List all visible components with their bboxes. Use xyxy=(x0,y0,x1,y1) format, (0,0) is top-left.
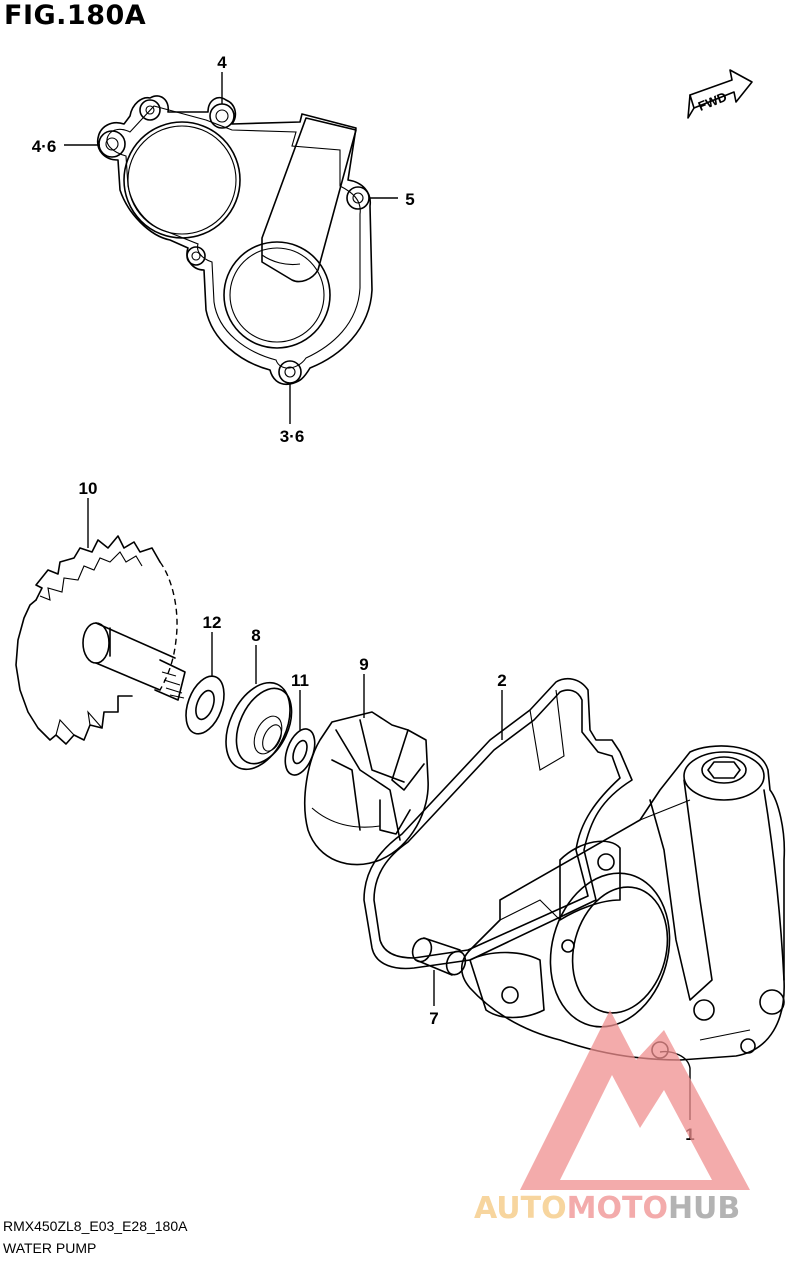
fwd-label: FWD xyxy=(696,89,729,114)
diagram-code: RMX450ZL8_E03_E28_180A xyxy=(3,1218,188,1234)
water-pump-cover xyxy=(96,95,373,386)
callout-4-6: 4·6 xyxy=(32,137,57,156)
gear-part-10 xyxy=(15,535,178,745)
watermark-logo: AUTOMOTOHUB xyxy=(474,1010,750,1226)
diagram-name: WATER PUMP xyxy=(3,1240,97,1256)
callout-12: 12 xyxy=(203,613,222,632)
impeller-shaft xyxy=(82,622,186,701)
figure-title: FIG.180A xyxy=(4,0,147,31)
callout-5: 5 xyxy=(405,190,414,209)
svg-text:AUTOMOTOHUB: AUTOMOTOHUB xyxy=(474,1191,740,1226)
water-pump-case-part-1 xyxy=(460,745,786,1061)
callout-11: 11 xyxy=(291,671,309,690)
callout-8: 8 xyxy=(251,626,260,645)
leader-lines xyxy=(64,72,691,1120)
fwd-arrow-icon: FWD xyxy=(687,69,753,119)
dowel-pin-part-7 xyxy=(411,937,467,976)
callout-10: 10 xyxy=(79,479,98,498)
callout-3-6: 3·6 xyxy=(280,427,305,446)
impeller-part-9 xyxy=(303,711,429,866)
watermark-hub: HUB xyxy=(668,1191,740,1226)
callout-7: 7 xyxy=(429,1009,438,1028)
callouts: 4 4·6 5 3·6 10 12 8 11 9 2 7 1 xyxy=(32,53,695,1144)
callout-4: 4 xyxy=(217,53,227,72)
seal-part-8 xyxy=(225,681,293,771)
washer-part-12 xyxy=(185,675,225,735)
watermark-moto: MOTO xyxy=(567,1191,668,1226)
callout-9: 9 xyxy=(359,655,368,674)
callout-2: 2 xyxy=(497,671,506,690)
gasket-part-2 xyxy=(363,677,633,970)
watermark-auto: AUTO xyxy=(474,1191,567,1226)
